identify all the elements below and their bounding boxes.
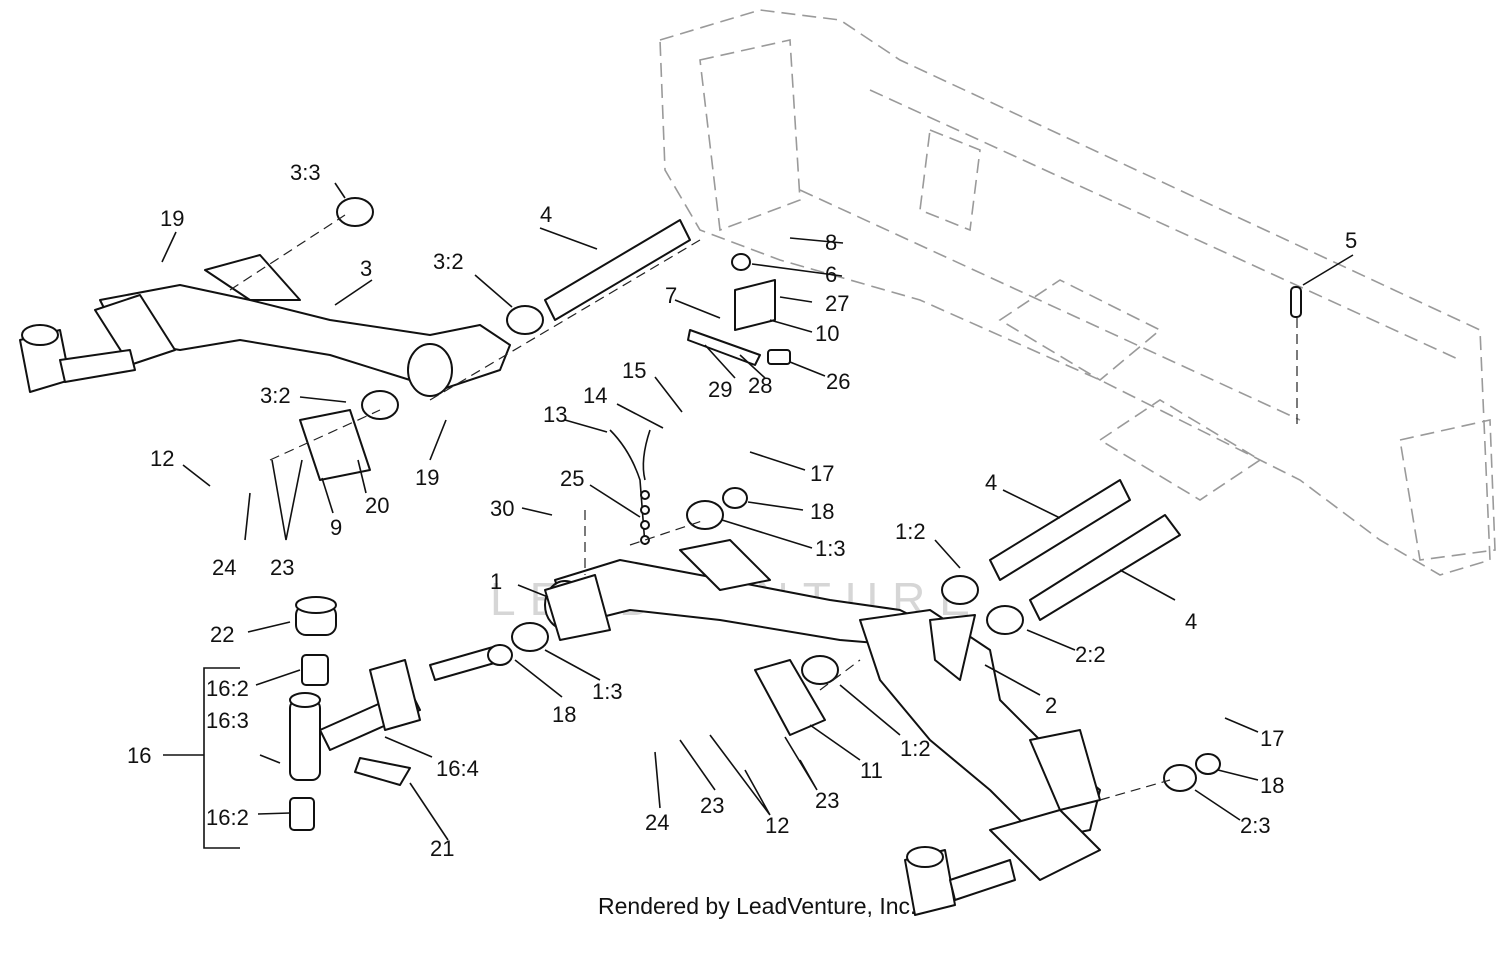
callout-19-lower: 19 xyxy=(415,465,439,490)
callout-22: 22 xyxy=(210,622,234,647)
callout-10: 10 xyxy=(815,321,839,346)
callout-17-upper: 17 xyxy=(810,461,834,486)
callout-16: 16 xyxy=(127,743,151,768)
callout-7: 7 xyxy=(665,283,677,308)
callout-23-right-b: 23 xyxy=(815,788,839,813)
callout-16-2-lower: 16:2 xyxy=(206,805,249,830)
callout-1-2-lower: 1:2 xyxy=(900,736,931,761)
callout-4-top: 4 xyxy=(540,202,552,227)
assembly-lines xyxy=(229,214,1298,801)
callout-3-2-upper: 3:2 xyxy=(433,249,464,274)
callout-6: 6 xyxy=(825,262,837,287)
callout-12-right: 12 xyxy=(765,813,789,838)
callout-1: 1 xyxy=(490,569,502,594)
group-bracket-16 xyxy=(163,667,240,849)
callout-3: 3 xyxy=(360,256,372,281)
callout-23-right-a: 23 xyxy=(700,793,724,818)
callout-3-2-lower: 3:2 xyxy=(260,383,291,408)
callout-12-left: 12 xyxy=(150,446,174,471)
callout-4-right-lower: 4 xyxy=(1185,609,1197,634)
callout-3-3: 3:3 xyxy=(290,160,321,185)
callout-21: 21 xyxy=(430,836,454,861)
callout-labels: 3:3 19 3 4 3:2 3:2 12 24 23 9 20 19 8 6 … xyxy=(127,160,1357,861)
callout-23-left: 23 xyxy=(270,555,294,580)
callout-30: 30 xyxy=(490,496,514,521)
callout-16-2-upper: 16:2 xyxy=(206,676,249,701)
callout-19-upper: 19 xyxy=(160,206,184,231)
callout-18-lower: 18 xyxy=(1260,773,1284,798)
callout-26: 26 xyxy=(826,369,850,394)
callout-1-3-lower: 1:3 xyxy=(592,679,623,704)
callout-17-lower: 17 xyxy=(1260,726,1284,751)
bushings xyxy=(299,197,1302,792)
callout-24-left: 24 xyxy=(212,555,236,580)
callout-11: 11 xyxy=(860,758,883,783)
callout-16-4: 16:4 xyxy=(436,756,479,781)
callout-18-upper: 18 xyxy=(810,499,834,524)
callout-29: 29 xyxy=(708,377,732,402)
callout-4-right-upper: 4 xyxy=(985,470,997,495)
pin-assembly xyxy=(289,596,421,831)
sensor-assembly xyxy=(687,329,791,366)
callout-1-2-upper: 1:2 xyxy=(895,519,926,544)
callout-16-3: 16:3 xyxy=(206,708,249,733)
callout-24-right: 24 xyxy=(645,810,669,835)
leader-lines xyxy=(161,182,1354,841)
callout-14: 14 xyxy=(583,383,607,408)
callout-20: 20 xyxy=(365,493,389,518)
callout-2-2: 2:2 xyxy=(1075,642,1106,667)
callout-28: 28 xyxy=(748,373,772,398)
callout-15: 15 xyxy=(622,358,646,383)
rendered-by-credit: Rendered by LeadVenture, Inc. xyxy=(598,893,917,919)
callout-13: 13 xyxy=(543,402,567,427)
trailing-arm-right xyxy=(859,609,1101,916)
callout-27: 27 xyxy=(825,291,849,316)
callout-8: 8 xyxy=(825,230,837,255)
callout-1-3-upper: 1:3 xyxy=(815,536,846,561)
pivot-pins xyxy=(429,219,1181,681)
callout-9: 9 xyxy=(330,515,342,540)
callout-18-middle: 18 xyxy=(552,702,576,727)
callout-5: 5 xyxy=(1345,228,1357,253)
callout-2: 2 xyxy=(1045,693,1057,718)
chain-assembly xyxy=(609,429,651,546)
callout-25: 25 xyxy=(560,466,584,491)
trailing-arm-left xyxy=(19,254,511,397)
chassis-frame xyxy=(659,9,1496,576)
callout-2-3: 2:3 xyxy=(1240,813,1271,838)
